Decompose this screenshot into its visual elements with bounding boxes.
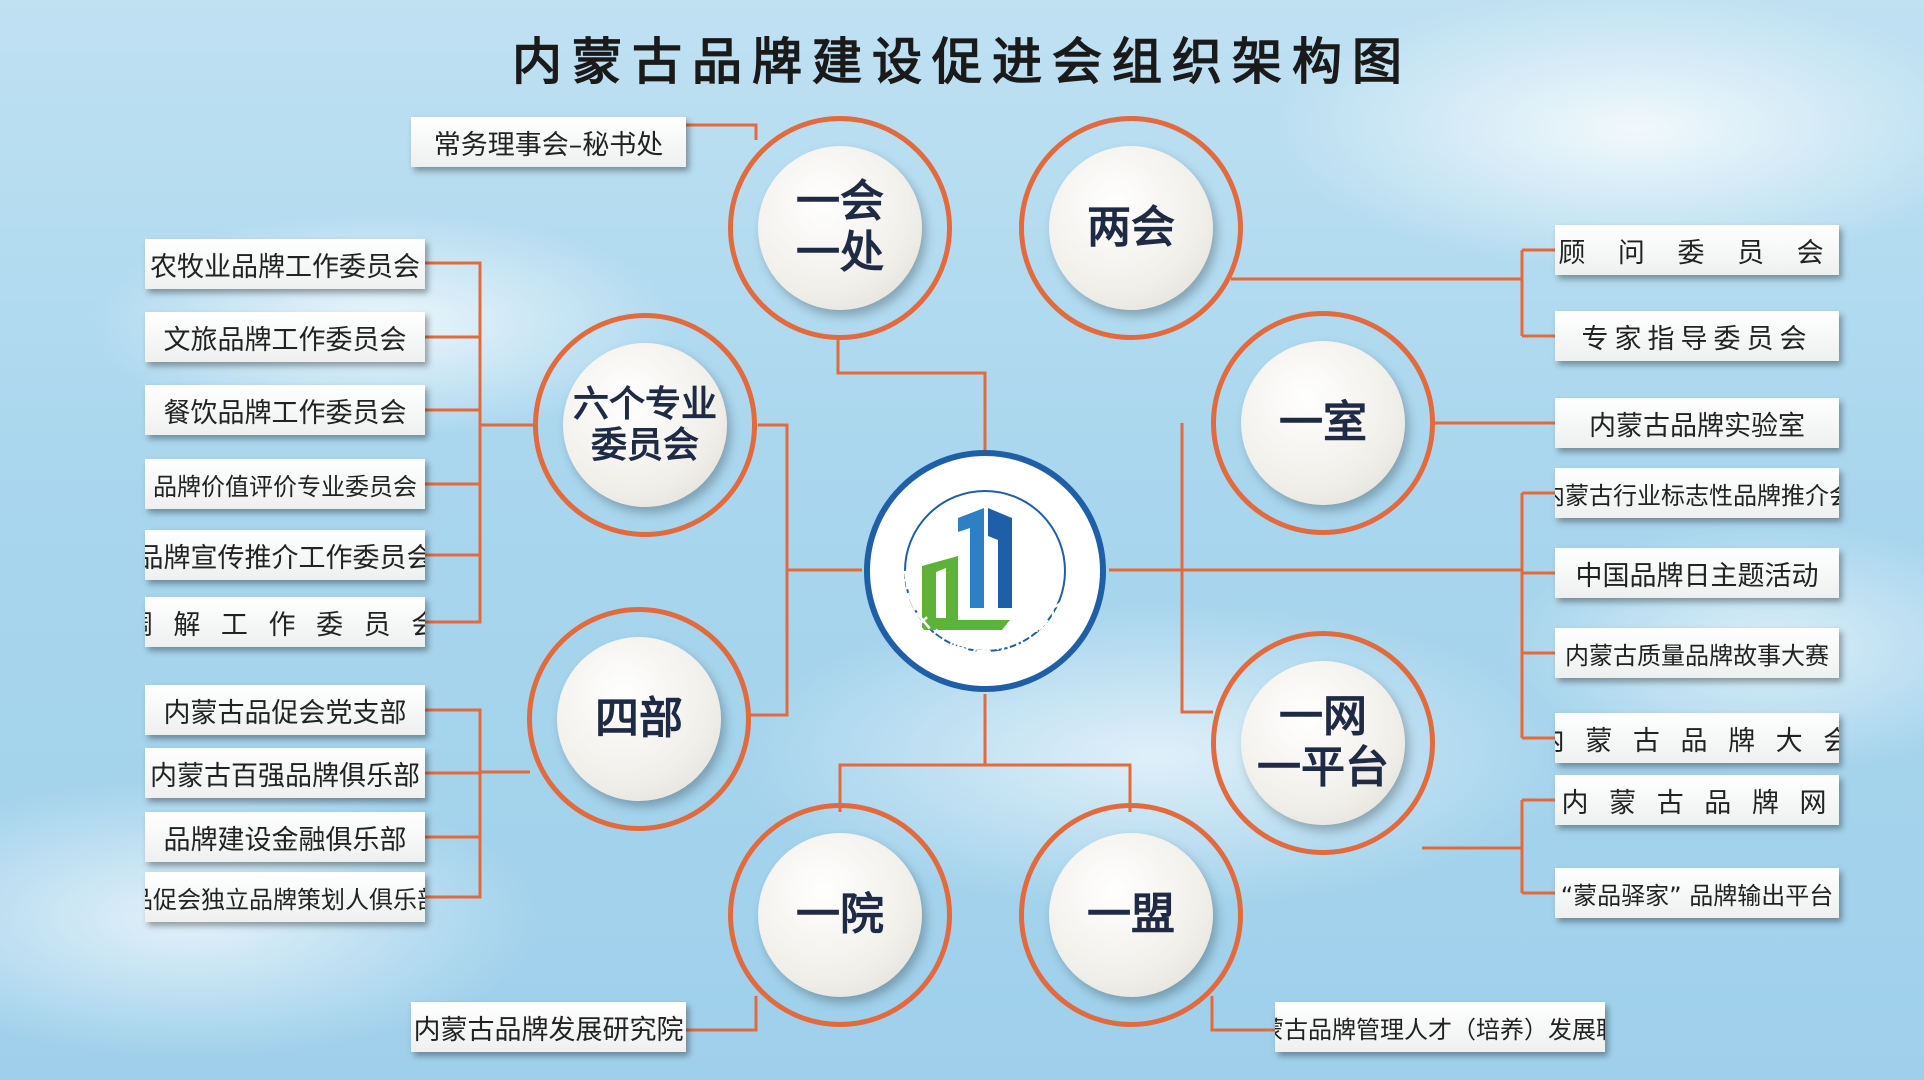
svg-text:ᠮᠣᠩᠭᠣᠯ: ᠮᠣᠩᠭᠣᠯ (963, 462, 1007, 478)
box-nongmu[interactable]: 农牧业品牌工作委员会 (145, 239, 425, 289)
box-pinpairi[interactable]: 中国品牌日主题活动 (1555, 548, 1839, 598)
hub-label: 一网 一平台 (1241, 661, 1405, 825)
hub-yishi[interactable]: 一室 (1211, 311, 1435, 535)
box-hangye-tuijiehui[interactable]: 内蒙古行业标志性品牌推介会 (1555, 468, 1839, 518)
box-shuchu-pingtai[interactable]: “蒙品驿家” 品牌输出平台 (1555, 868, 1839, 918)
box-pinpaiwang[interactable]: 内 蒙 古 品 牌 网 (1555, 775, 1839, 825)
box-baiqiang[interactable]: 内蒙古百强品牌俱乐部 (145, 748, 425, 798)
box-jiazhi-pingjia[interactable]: 品牌价值评价专业委员会 (145, 459, 425, 509)
page-title: 内蒙古品牌建设促进会组织架构图 (512, 33, 1412, 91)
box-zhiliang-dasai[interactable]: 内蒙古质量品牌故事大赛 (1555, 628, 1839, 678)
logo-icon: 内蒙古品牌建设促进会 ᠮᠣᠩᠭᠣᠯ (864, 450, 1106, 692)
hub-yimeng[interactable]: 一盟 (1019, 803, 1243, 1027)
hub-label: 一会 一处 (758, 146, 922, 310)
box-jinrong[interactable]: 品牌建设金融俱乐部 (145, 812, 425, 862)
hub-liuge-weiyuanhui[interactable]: 六个专业 委员会 (533, 313, 757, 537)
hub-lianghui[interactable]: 两会 (1019, 116, 1243, 340)
box-yanjiuyuan[interactable]: 内蒙古品牌发展研究院 (411, 1002, 686, 1052)
hub-sibu[interactable]: 四部 (527, 607, 751, 831)
box-changwu-lishihui[interactable]: 常务理事会–秘书处 (411, 117, 686, 167)
box-canyin[interactable]: 餐饮品牌工作委员会 (145, 385, 425, 435)
box-shiyanshi[interactable]: 内蒙古品牌实验室 (1555, 398, 1839, 448)
hub-yiyuan[interactable]: 一院 (728, 803, 952, 1027)
hub-label: 两会 (1049, 146, 1213, 310)
hub-yiwang-yipingtai[interactable]: 一网 一平台 (1211, 631, 1435, 855)
box-guwen-weiyuanhui[interactable]: 顾 问 委 员 会 (1555, 225, 1839, 275)
hub-label: 一室 (1241, 341, 1405, 505)
box-tiaojie[interactable]: 调 解 工 作 委 员 会 (145, 597, 425, 647)
box-xuanchuan-tuijie[interactable]: 品牌宣传推介工作委员会 (145, 530, 425, 580)
hub-label: 六个专业 委员会 (563, 343, 727, 507)
box-zhuanjia-weiyuanhui[interactable]: 专家指导委员会 (1555, 311, 1839, 361)
box-cehuaren[interactable]: 品促会独立品牌策划人俱乐部 (145, 872, 425, 922)
hub-label: 四部 (557, 637, 721, 801)
hub-label: 一盟 (1049, 833, 1213, 997)
box-lianmeng[interactable]: 内蒙古品牌管理人才（培养）发展联盟 (1275, 1002, 1605, 1052)
box-pinpai-dahui[interactable]: 内 蒙 古 品 牌 大 会 (1555, 713, 1839, 763)
hub-yihui-yichu[interactable]: 一会 一处 (728, 116, 952, 340)
box-dangzhibu[interactable]: 内蒙古品促会党支部 (145, 685, 425, 735)
box-wenlv[interactable]: 文旅品牌工作委员会 (145, 312, 425, 362)
hub-label: 一院 (758, 833, 922, 997)
